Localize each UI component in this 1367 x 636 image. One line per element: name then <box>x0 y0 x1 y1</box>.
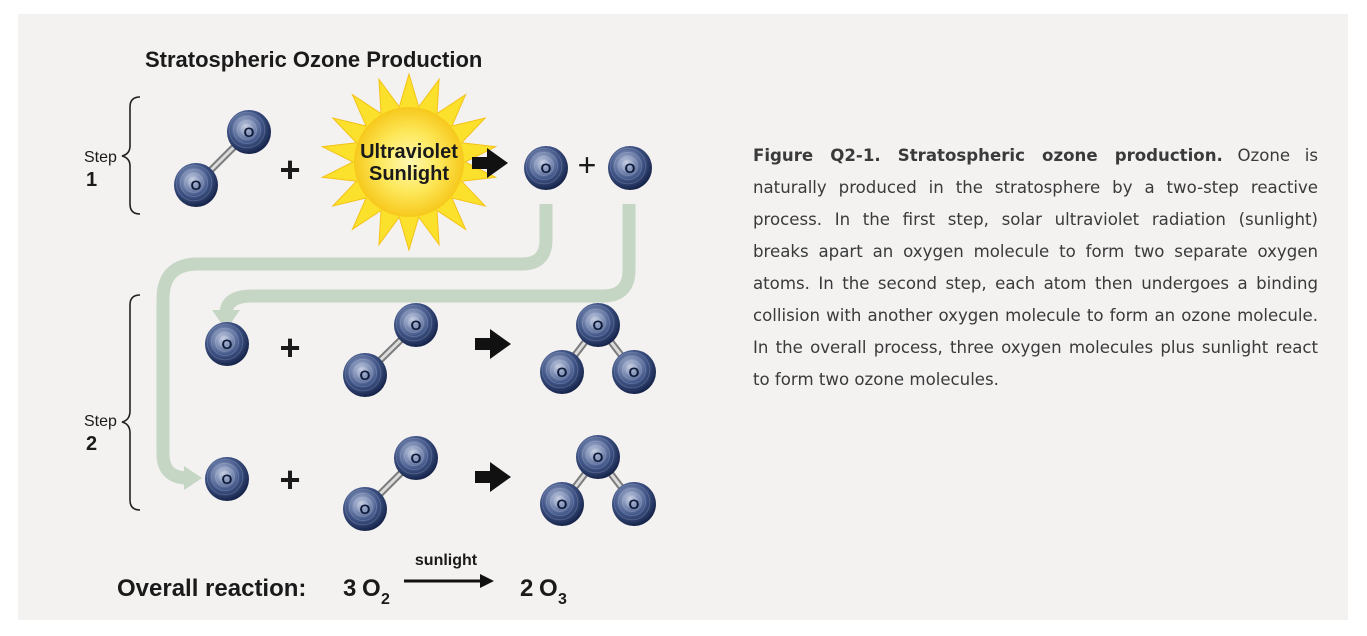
row2-ozone-molecule-atom-left: O <box>540 482 584 526</box>
overall-right-subscript: 3 <box>558 591 567 608</box>
overall-left-coefficient: 3 <box>343 575 356 602</box>
overall-arrow-label: sunlight <box>415 552 478 569</box>
step1-oxygen-atom-2: O <box>608 146 652 190</box>
row1-oxygen-molecule-atom-a: O <box>343 353 387 397</box>
step1-oxygen-atom-1: O <box>524 146 568 190</box>
flow-arrow-to-row1 <box>219 204 636 321</box>
overall-right-coefficient: 2 <box>520 575 533 602</box>
plus-sign-step1: + <box>279 149 300 190</box>
step1-brace <box>121 96 141 215</box>
svg-text:O: O <box>360 501 371 517</box>
reaction-arrow-row1 <box>475 329 511 359</box>
svg-text:O: O <box>629 496 640 512</box>
plus-sign-row1: + <box>279 327 300 368</box>
step1-word: Step <box>84 149 117 166</box>
ozone-production-diagram: Stratospheric Ozone Production Step 1 St… <box>84 47 656 608</box>
row1-ozone-molecule-atom-top: O <box>576 303 620 347</box>
overall-reaction-prefix: Overall reaction: <box>117 575 306 602</box>
flow-arrow-head-row2 <box>184 466 202 490</box>
overall-left-species: O <box>362 575 381 602</box>
svg-text:O: O <box>411 450 422 466</box>
flow-arrow-head-row1 <box>212 310 240 330</box>
step2-number: 2 <box>86 433 97 455</box>
step1-oxygen-molecule-atom-b: O <box>227 110 271 154</box>
svg-text:O: O <box>625 160 636 176</box>
step2-word: Step <box>84 413 117 430</box>
molecules: O O O O O O O O O O O O O O O O <box>174 110 656 531</box>
sun-icon: Ultraviolet Sunlight <box>320 72 498 252</box>
svg-text:O: O <box>593 449 604 465</box>
svg-text:O: O <box>541 160 552 176</box>
svg-text:O: O <box>557 496 568 512</box>
caption-title: Figure Q2-1. Stratospheric ozone product… <box>753 146 1223 165</box>
plus-sign-step1-atoms: + <box>578 147 597 183</box>
figure-panel: Stratospheric Ozone Production Step 1 St… <box>18 14 1348 620</box>
caption-body: Ozone is naturally produced in the strat… <box>753 146 1318 389</box>
svg-text:O: O <box>629 364 640 380</box>
sun-label-line1: Ultraviolet <box>360 141 458 163</box>
row2-oxygen-molecule-atom-b: O <box>394 436 438 480</box>
row1-oxygen-atom: O <box>205 322 249 366</box>
svg-text:O: O <box>222 471 233 487</box>
flow-arrow-to-row2 <box>156 204 553 485</box>
svg-text:O: O <box>222 336 233 352</box>
row2-ozone-molecule-atom-top: O <box>576 435 620 479</box>
svg-text:O: O <box>244 124 255 140</box>
row1-oxygen-molecule-atom-b: O <box>394 303 438 347</box>
step1-number: 1 <box>86 169 97 191</box>
step2-brace <box>121 294 141 511</box>
svg-text:O: O <box>360 367 371 383</box>
row2-ozone-molecule-atom-right: O <box>612 482 656 526</box>
sun-label-line2: Sunlight <box>369 163 449 185</box>
figure-caption: Figure Q2-1. Stratospheric ozone product… <box>753 140 1318 396</box>
row2-oxygen-atom: O <box>205 457 249 501</box>
svg-text:O: O <box>593 317 604 333</box>
svg-text:O: O <box>411 317 422 333</box>
reaction-arrow-row2 <box>475 462 511 492</box>
row1-ozone-molecule-atom-right: O <box>612 350 656 394</box>
overall-right-species: O <box>539 575 558 602</box>
svg-text:O: O <box>191 177 202 193</box>
reaction-arrow-step1 <box>472 148 508 178</box>
diagram-title: Stratospheric Ozone Production <box>145 47 482 72</box>
reaction-arrows <box>472 148 511 492</box>
overall-reaction: Overall reaction: 3 O 2 sunlight 2 O 3 <box>117 552 567 608</box>
flow-arrows <box>156 204 636 485</box>
svg-text:O: O <box>557 364 568 380</box>
overall-left-subscript: 2 <box>381 591 390 608</box>
overall-arrow <box>404 574 494 588</box>
step1-oxygen-molecule-atom-a: O <box>174 163 218 207</box>
row2-oxygen-molecule-atom-a: O <box>343 487 387 531</box>
row1-ozone-molecule-atom-left: O <box>540 350 584 394</box>
plus-sign-row2: + <box>279 459 300 500</box>
